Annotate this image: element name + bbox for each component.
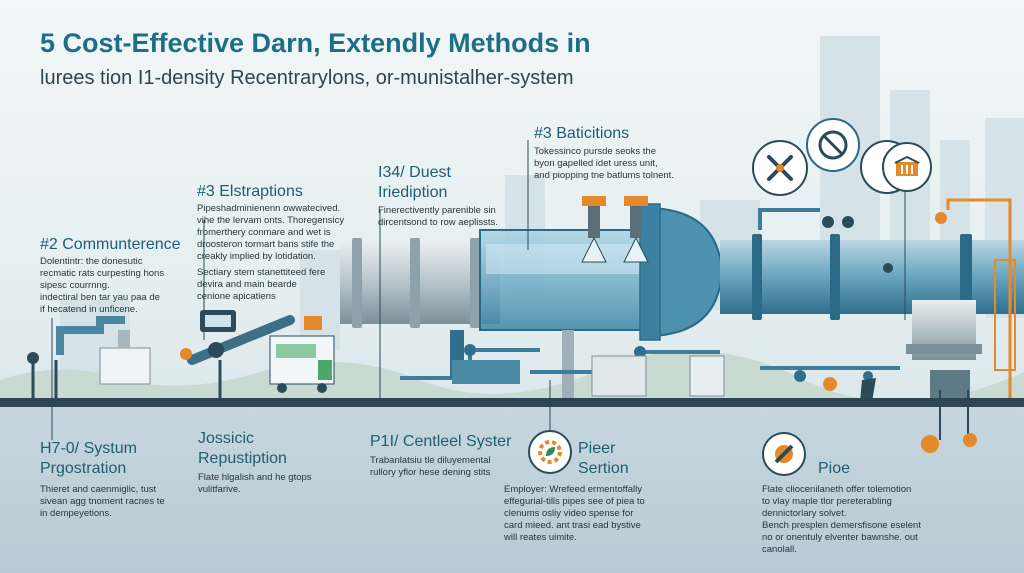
building-icon	[882, 142, 932, 192]
duest-heading: I34/ Duest	[378, 164, 451, 181]
centleel-text: Trabanlatsiu tle diluyemental rullory yf…	[370, 455, 491, 479]
text-line: canolall.	[762, 544, 797, 555]
text-line: Pipeshadminienenn owwatecived.	[197, 203, 341, 214]
tools-gear-icon	[762, 432, 806, 476]
pioe-text: Flate cliocenilaneth offer tolemotion to…	[762, 484, 921, 556]
text-line: sivean agg tnoment racnes te	[40, 496, 165, 507]
text-line: vihe the lervam onts. Thoregensicy	[197, 215, 345, 226]
page-subtitle: lurees tion I1-density Recentrarylons, o…	[40, 67, 574, 89]
text-line: creakly implied by lotidation.	[197, 251, 316, 262]
ground-line	[0, 398, 1024, 407]
text-line: sipesc courrnng.	[40, 280, 110, 291]
text-line: fromerthery conmare and wet is	[197, 227, 331, 238]
text-line: vulitfarive.	[198, 484, 241, 495]
gear-fixtures	[822, 216, 893, 402]
text-line: will reates uimite.	[504, 532, 577, 543]
system-heading: H7-0/ Systum	[40, 440, 137, 457]
support-pillar	[562, 330, 574, 400]
text-line: in dempeyetions.	[40, 508, 112, 519]
lower-panel	[0, 405, 1024, 573]
text-line: no or onentuly elventer bawnshe. out	[762, 532, 918, 543]
batic-text: Tokessinco pursde seoks the byon gapelle…	[534, 146, 674, 182]
main-pipe	[340, 203, 1024, 400]
text-line: droosteron tormart bans stife the	[197, 239, 335, 250]
text-line: recmatic rats curpesting hons	[40, 268, 165, 279]
top-valves	[581, 196, 649, 263]
text-line: if hecatend in unficene.	[40, 304, 138, 315]
text-line: Flate cliocenilaneth offer tolemotion	[762, 484, 912, 495]
jossic-heading-2: Repustiption	[198, 450, 287, 467]
comm-text: Dolentintr: the donesutic recmatic rats …	[40, 256, 164, 316]
centleel-heading: P1I/ Centleel Syster	[370, 433, 512, 450]
text-line: Dolentintr: the donesutic	[40, 256, 143, 267]
no-entry-icon	[806, 118, 860, 172]
comm-heading: #2 Communterence	[40, 236, 181, 253]
pioe-heading: Pioe	[818, 460, 851, 477]
system-text: Thieret and caenmiglic, tust sivean agg …	[40, 484, 165, 520]
pieer-heading-2: Sertion	[578, 460, 629, 477]
pieer-heading: Pieer	[578, 440, 616, 457]
jossic-text: Flate hlgalish and he gtops vulitfarive.	[198, 472, 312, 496]
text-line: Flate hlgalish and he gtops	[198, 472, 312, 483]
text-line: Bench presplen demersfisone eselent	[762, 520, 921, 531]
text-line: Trabanlatsiu tle diluyemental	[370, 455, 491, 466]
duest-heading-2: Iriediption	[378, 184, 448, 201]
left-machinery	[27, 310, 335, 398]
text-line: Employer: Wrefeed ermentoffally	[504, 484, 642, 495]
small-tank	[452, 360, 520, 384]
tools-icon	[752, 140, 808, 196]
leaf-gear-icon	[528, 430, 572, 474]
text-line: rullory yflor hese dening stits	[370, 467, 491, 478]
text-line: devira and main bearde	[197, 279, 297, 290]
text-line: clenums osliy video spense for	[504, 508, 634, 519]
text-line: Sectiary stem stanettiteed fere	[197, 267, 326, 278]
small-building	[689, 355, 725, 397]
pieer-text: Employer: Wrefeed ermentoffally effeguri…	[504, 484, 645, 544]
elstr-text: Pipeshadminienenn owwatecived. vihe the …	[197, 203, 344, 303]
duest-text: Finerectivently parenible sin dircentson…	[378, 205, 498, 229]
text-line: indectiral ben tar yau paa de	[40, 292, 160, 303]
text-line: card mieed. ant trasi ead bystive	[504, 520, 641, 531]
text-line: and piopping tne batlums tolnent.	[534, 170, 674, 181]
text-line: Thieret and caenmiglic, tust	[40, 484, 157, 495]
text-line: byon gapelled idet uress unit,	[534, 158, 658, 169]
text-line: Tokessinco pursde seoks the	[534, 146, 656, 157]
elstr-heading: #3 Elstraptions	[197, 183, 303, 200]
text-line: dennictorlary solvet.	[762, 508, 847, 519]
callout-lines	[51, 140, 906, 440]
text-line: dircentsond to row aeplissts.	[378, 217, 498, 228]
batic-heading: #3 Baticitions	[534, 125, 630, 142]
text-line: Finerectivently parenible sin	[378, 205, 496, 216]
page-title: 5 Cost-Effective Darn, Extendly Methods …	[40, 28, 591, 58]
text-line: cenione apicatiens	[197, 291, 276, 302]
text-line: effegurial-tills pipes see of piea to	[504, 496, 645, 507]
system-heading-2: Prgostration	[40, 460, 127, 477]
text-line: to vlay maple tlor pereterabling	[762, 496, 892, 507]
hills	[0, 350, 1024, 402]
jossic-heading: Jossicic	[198, 430, 255, 447]
